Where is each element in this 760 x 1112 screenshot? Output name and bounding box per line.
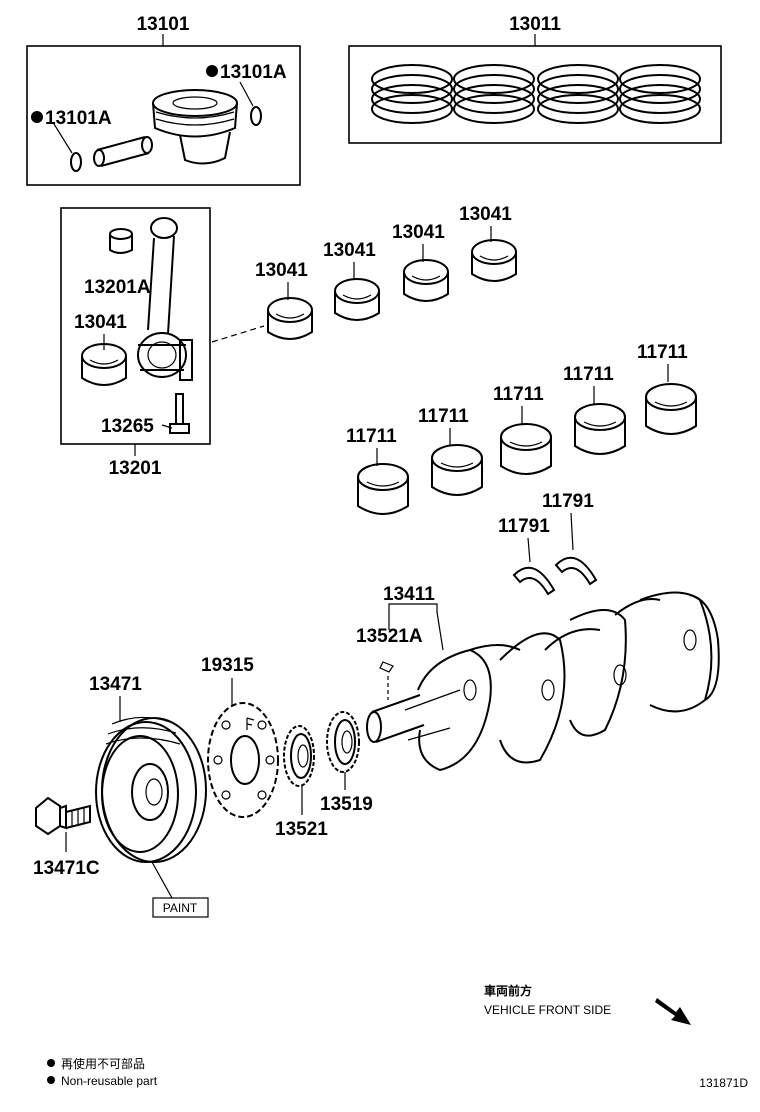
label-crank-key: 13521A — [356, 626, 423, 647]
label-paint: PAINT — [163, 901, 198, 915]
snap-ring-drawing — [53, 81, 262, 172]
conrod-bushing-drawing — [109, 228, 133, 254]
label-main-bearing-2: 11711 — [418, 406, 469, 427]
paint-callout-box — [152, 897, 209, 918]
label-oil-pump-sprocket: 13519 — [320, 794, 373, 815]
label-main-bearing-4: 11711 — [563, 364, 614, 385]
main-bearing-5 — [645, 383, 697, 435]
conrod-bearing-4 — [471, 239, 517, 282]
conrod-drawing — [137, 217, 193, 381]
label-conrod-bearing-3: 13041 — [392, 222, 445, 243]
direction-arrow-icon — [655, 998, 691, 1025]
label-conrod-bearing-inbox: 13041 — [74, 312, 127, 333]
signal-plate-drawing — [207, 702, 279, 818]
legend-english: Non-reusable part — [61, 1074, 158, 1088]
legend-japanese: 再使用不可部品 — [61, 1056, 145, 1071]
main-bearing-1 — [357, 463, 409, 515]
piston-pin-drawing — [93, 136, 153, 167]
label-conrod-assy: 13201 — [109, 458, 162, 479]
label-thrust-washer-2: 11791 — [542, 491, 594, 512]
oil-pump-sprocket-drawing — [326, 711, 360, 773]
main-bearing-3 — [500, 423, 552, 475]
direction-japanese: 車両前方 — [484, 983, 532, 998]
label-snap-ring-left: 13101A — [45, 108, 112, 129]
label-main-bearing-1: 11711 — [346, 426, 397, 447]
label-snap-ring-right: 13101A — [220, 62, 287, 83]
label-piston-set: 13101 — [137, 14, 190, 35]
main-bearing-2 — [431, 444, 483, 496]
conrod-bearing-2 — [334, 278, 380, 321]
conrod-bolt-drawing — [169, 393, 190, 434]
label-conrod-bearing-4: 13041 — [459, 204, 512, 225]
label-signal-plate: 19315 — [201, 655, 254, 676]
label-main-bearing-5: 11711 — [637, 342, 688, 363]
crankshaft-drawing — [366, 591, 720, 772]
label-conrod-bolt: 13265 — [101, 416, 154, 437]
thrust-washer-2 — [554, 556, 598, 586]
non-reusable-dot-icon — [31, 111, 43, 123]
label-conrod-bearing-1: 13041 — [255, 260, 308, 281]
legend-dot-icon — [47, 1059, 55, 1067]
direction-english: VEHICLE FRONT SIDE — [484, 1003, 611, 1017]
thrust-washer-1 — [512, 566, 556, 596]
piston-ring-set-drawing — [371, 64, 701, 124]
legend-dot-icon — [47, 1076, 55, 1084]
label-crank-sprocket: 13521 — [275, 819, 328, 840]
label-crankshaft: 13411 — [383, 584, 435, 605]
pulley-bolt-drawing — [35, 796, 91, 836]
conrod-bearing-inbox-drawing — [81, 343, 127, 386]
crank-sprocket-drawing — [283, 725, 315, 787]
figure-id: 131871D — [699, 1076, 748, 1090]
main-bearing-4 — [574, 403, 626, 455]
label-ring-set: 13011 — [509, 14, 561, 35]
crank-pulley-drawing — [95, 716, 207, 863]
label-thrust-washer-1: 11791 — [498, 516, 550, 537]
conrod-bearing-3 — [403, 259, 449, 302]
label-main-bearing-3: 11711 — [493, 384, 544, 405]
label-conrod-bushing: 13201A — [84, 277, 151, 298]
piston-drawing — [152, 89, 238, 165]
non-reusable-dot-icon — [206, 65, 218, 77]
label-pulley-bolt: 13471C — [33, 858, 100, 879]
label-conrod-bearing-2: 13041 — [323, 240, 376, 261]
conrod-bearing-1 — [267, 297, 313, 340]
label-crank-pulley: 13471 — [89, 674, 142, 695]
